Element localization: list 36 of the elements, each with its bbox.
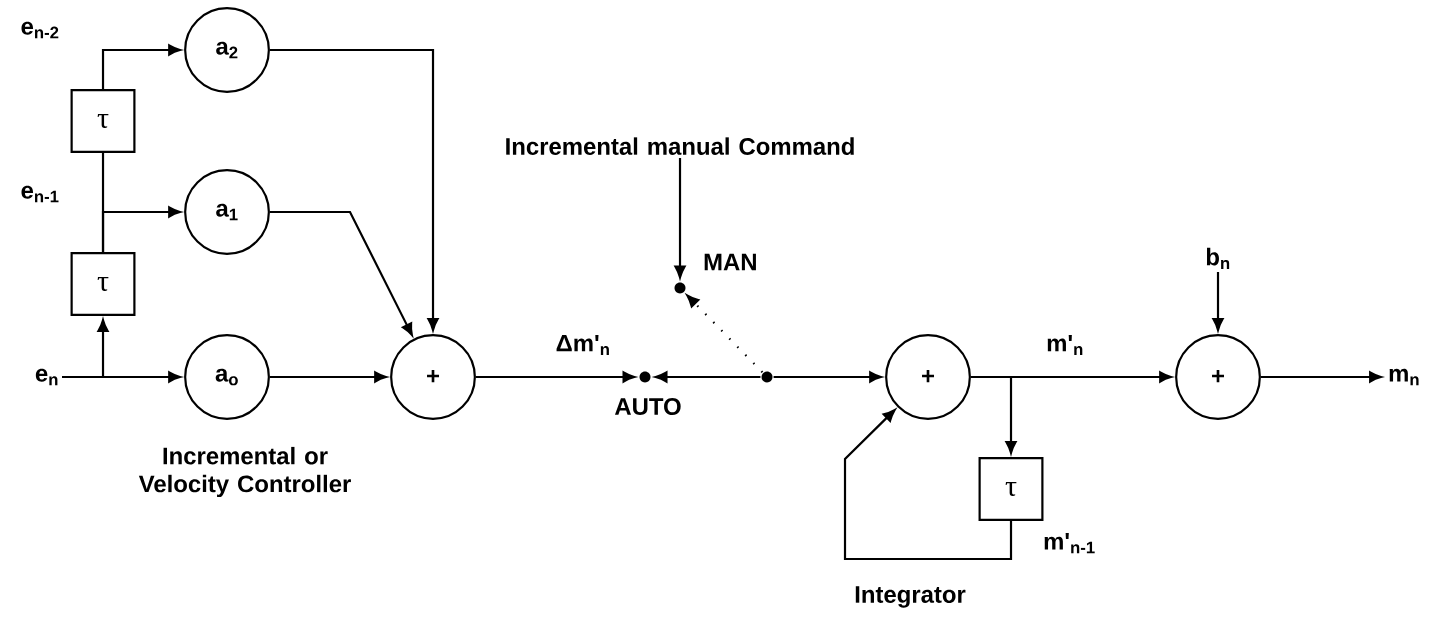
arrow: [269, 371, 387, 383]
input-label: Incremental manual Command: [506, 137, 854, 155]
caption-text: Incremental or Velocity Controller: [138, 446, 351, 498]
arrow: [62, 319, 109, 379]
delay-box: τ: [70, 89, 136, 153]
delay-box: τ: [70, 252, 136, 316]
arrow: [686, 294, 764, 374]
arrow: [970, 375, 1017, 454]
arrow: [475, 371, 636, 383]
summing-junction: +: [885, 334, 971, 420]
edge-label: m'$_{n}$: [1045, 333, 1085, 357]
signal-label: b$_{n}$: [1206, 247, 1230, 269]
delay-box: τ: [978, 457, 1044, 521]
arrow: [269, 48, 439, 331]
switch-label: MAN: [704, 253, 756, 271]
signal-label: e$_{n-1}$: [21, 185, 59, 203]
arrow: [1212, 272, 1224, 331]
switch-contact: [639, 371, 651, 383]
arrow: [843, 409, 1013, 561]
signal-label: e$_{n-2}$: [21, 21, 59, 39]
summing-junction: +: [1175, 334, 1261, 420]
switch-label: m'$_{n-1}$: [1044, 533, 1095, 554]
arrow: [654, 371, 761, 383]
arrow: [674, 158, 686, 279]
switch-contact: [761, 371, 773, 383]
arrow: [1260, 371, 1382, 383]
signal-label: m$_{n}$: [1389, 368, 1419, 386]
switch-label: AUTO: [614, 398, 681, 415]
edge-label: Δm'$_{n}$: [554, 333, 612, 357]
summing-junction: +: [390, 334, 476, 420]
arrow: [773, 371, 882, 383]
caption-text: Integrator: [855, 586, 966, 608]
switch-contact: [674, 282, 686, 294]
signal-label: e$_{n}$: [35, 368, 58, 386]
arrow: [269, 210, 413, 336]
arrow: [101, 44, 181, 89]
